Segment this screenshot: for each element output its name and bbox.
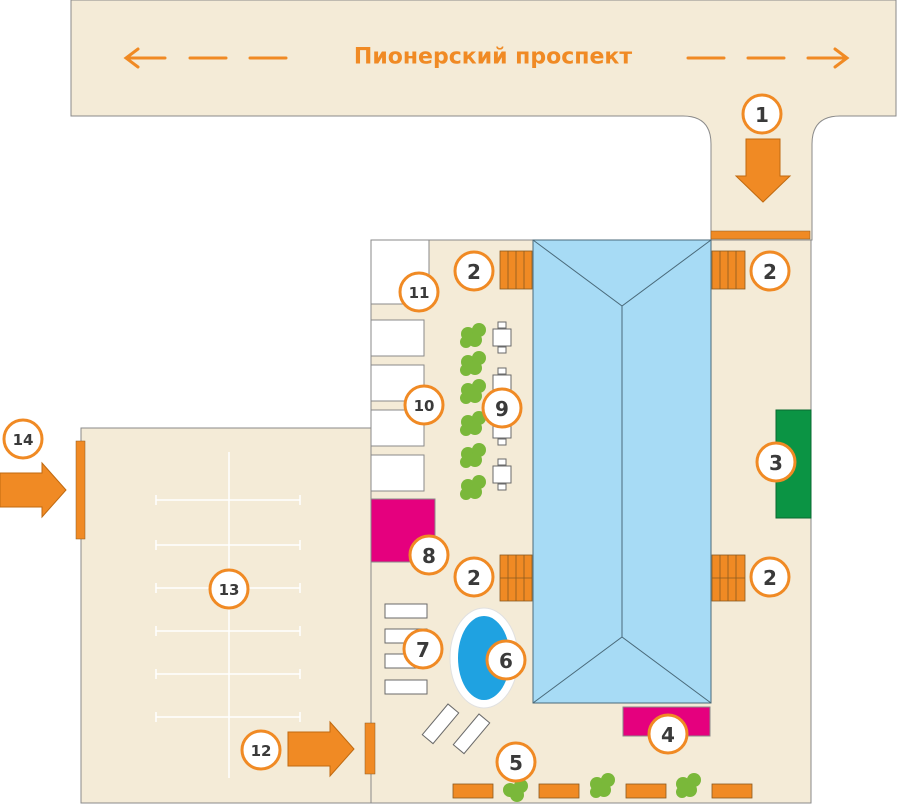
marker-8[interactable]: 8 [408, 534, 450, 576]
arrow-icon [734, 138, 792, 203]
svg-text:11: 11 [409, 284, 430, 302]
svg-text:2: 2 [467, 566, 481, 590]
stairs [499, 250, 533, 290]
sun-loungers-angled [421, 703, 491, 755]
marker-12[interactable]: 12 [240, 729, 282, 771]
marker-6[interactable]: 6 [485, 639, 527, 681]
marker-9[interactable]: 9 [481, 387, 523, 429]
marker-13[interactable]: 13 [208, 568, 250, 610]
svg-text:3: 3 [769, 451, 783, 475]
svg-text:14: 14 [13, 431, 34, 449]
svg-text:13: 13 [219, 581, 240, 599]
marker-3[interactable]: 3 [755, 441, 797, 483]
marker-11[interactable]: 11 [398, 271, 440, 313]
marker-2[interactable]: 2 [453, 556, 495, 598]
marker-1[interactable]: 1 [741, 93, 783, 135]
shrub-icon [503, 773, 701, 802]
street-area [70, 0, 897, 241]
marker-7[interactable]: 7 [402, 628, 444, 670]
svg-text:2: 2 [763, 260, 777, 284]
marker-2[interactable]: 2 [749, 250, 791, 292]
stairs [711, 554, 746, 602]
arrow-icon [0, 461, 67, 519]
svg-text:6: 6 [499, 649, 513, 673]
svg-text:2: 2 [467, 260, 481, 284]
cabin [370, 409, 425, 447]
svg-text:9: 9 [495, 397, 509, 421]
service-gate [364, 722, 376, 775]
svg-text:4: 4 [661, 723, 675, 747]
benches [452, 783, 753, 799]
svg-text:5: 5 [509, 751, 523, 775]
street-direction-right [686, 47, 850, 69]
svg-text:8: 8 [422, 544, 436, 568]
cabin [370, 319, 425, 357]
marker-2[interactable]: 2 [453, 250, 495, 292]
stairs [711, 250, 746, 290]
svg-text:10: 10 [414, 397, 435, 415]
cabin [370, 454, 425, 492]
stairs [499, 554, 533, 602]
marker-10[interactable]: 10 [403, 384, 445, 426]
street-name: Пионерский проспект [354, 45, 632, 70]
small-pool [449, 607, 519, 709]
marker-2[interactable]: 2 [749, 556, 791, 598]
parking-gate [75, 440, 86, 540]
marker-4[interactable]: 4 [647, 713, 689, 755]
parking-lines [155, 452, 301, 778]
shrub-icon [460, 323, 486, 500]
svg-text:12: 12 [251, 742, 272, 760]
arrow-icon [287, 720, 355, 778]
street-direction-left [123, 47, 288, 69]
marker-14[interactable]: 14 [2, 418, 44, 460]
svg-text:7: 7 [416, 638, 430, 662]
road-gate [710, 230, 811, 240]
marker-5[interactable]: 5 [495, 741, 537, 783]
main-pool [532, 239, 712, 704]
svg-text:1: 1 [755, 103, 769, 127]
svg-text:2: 2 [763, 566, 777, 590]
